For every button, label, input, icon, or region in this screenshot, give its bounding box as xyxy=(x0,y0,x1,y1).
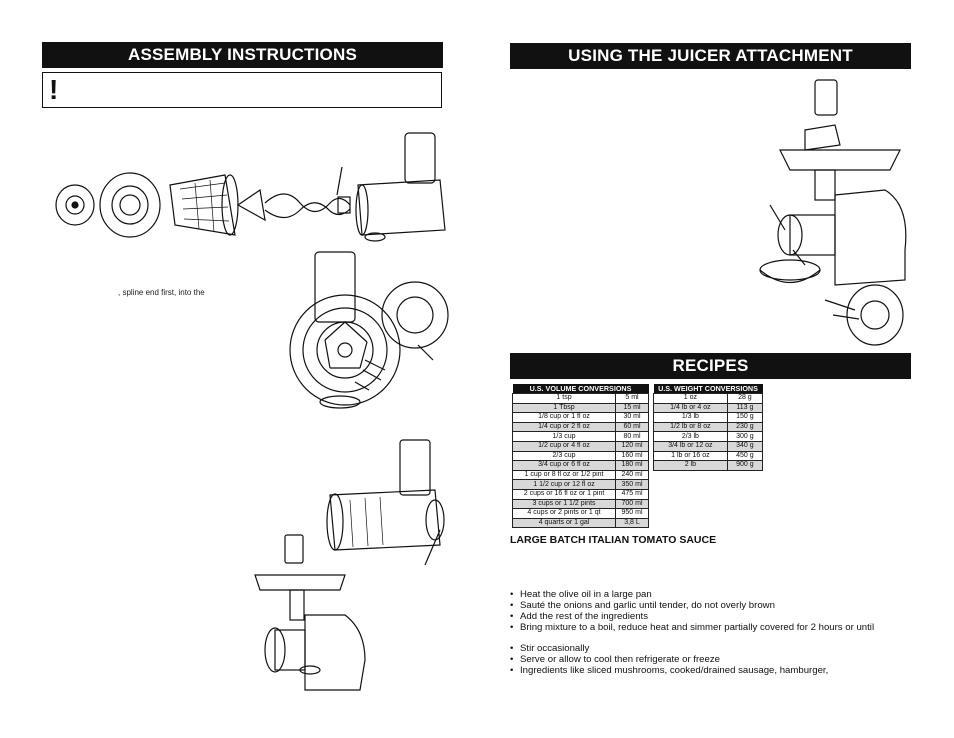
table-cell-measure: 4 quarts or 1 gal xyxy=(511,517,617,529)
recipe-steps-first: Heat the olive oil in a large panSauté t… xyxy=(510,589,874,633)
table-cell-value: 950 ml xyxy=(615,508,649,519)
table-cell-value: 340 g xyxy=(726,440,764,452)
list-item: Stir occasionally xyxy=(510,643,828,654)
housing-front-illustration xyxy=(289,251,449,409)
table-cell-value: 160 ml xyxy=(615,450,649,462)
juicer-machine-illustration xyxy=(759,79,907,346)
table-cell-value: 80 ml xyxy=(615,431,649,442)
list-item: Add the rest of the ingredients xyxy=(510,611,874,622)
assembly-instructions-banner: ASSEMBLY INSTRUCTIONS xyxy=(42,42,443,68)
table-cell-value: 240 ml xyxy=(615,469,649,481)
list-item: Ingredients like sliced mushrooms, cooke… xyxy=(510,665,828,676)
list-item: Sauté the onions and garlic until tender… xyxy=(510,600,874,611)
juicer-attachment-banner: USING THE JUICER ATTACHMENT xyxy=(510,43,911,69)
table-cell-value: 113 g xyxy=(726,402,764,414)
assembled-juicer-illustration xyxy=(254,439,445,691)
table-cell-measure: 1/2 lb or 8 oz xyxy=(653,421,728,433)
table-cell-value: 700 ml xyxy=(615,498,649,510)
table-cell-measure: 1 oz xyxy=(653,393,728,404)
table-cell-value: 3,8 L xyxy=(615,517,649,529)
table-cell-measure: 1 1/2 cup or 12 fl oz xyxy=(511,479,617,490)
table-cell-value: 475 ml xyxy=(615,488,649,500)
exploded-parts-illustration xyxy=(55,132,446,242)
table-cell-measure: 1 tsp xyxy=(511,393,617,404)
table-cell-measure: 1/3 cup xyxy=(511,431,617,442)
list-item: Bring mixture to a boil, reduce heat and… xyxy=(510,622,874,633)
table-cell-value: 30 ml xyxy=(615,412,649,423)
table-cell-value: 28 g xyxy=(726,393,764,404)
table-cell-measure: 2 cups or 16 fl oz or 1 pint xyxy=(511,488,617,500)
table-cell-value: 230 g xyxy=(726,421,764,433)
recipes-banner: RECIPES xyxy=(510,353,911,379)
list-item: Serve or allow to cool then refrigerate … xyxy=(510,654,828,665)
table-cell-measure: 1 Tbsp xyxy=(511,402,617,414)
table-cell-measure: 1/3 lb xyxy=(653,412,728,423)
table-cell-measure: 1 cup or 8 fl oz or 1/2 pint xyxy=(511,469,617,481)
table-cell-measure: 1/8 cup or 1 fl oz xyxy=(511,412,617,423)
recipe-title: LARGE BATCH ITALIAN TOMATO SAUCE xyxy=(510,534,717,546)
table-cell-measure: 3/4 cup or 6 fl oz xyxy=(511,460,617,471)
table-cell-measure: 1/4 cup or 2 fl oz xyxy=(511,421,617,433)
table-cell-value: 5 ml xyxy=(615,393,649,404)
table-cell-measure: 3 cups or 1 1/2 pints xyxy=(511,498,617,510)
table-cell-value: 300 g xyxy=(726,431,764,442)
warning-box: ! xyxy=(42,72,442,108)
table-cell-value: 60 ml xyxy=(615,421,649,433)
list-item: Heat the olive oil in a large pan xyxy=(510,589,874,600)
volume-table-title: U.S. VOLUME CONVERSIONS xyxy=(512,384,649,394)
table-cell-measure: 2/3 lb xyxy=(653,431,728,442)
assembly-caption: , spline end first, into the xyxy=(118,288,205,297)
table-cell-measure: 1 lb or 16 oz xyxy=(653,450,728,462)
table-cell-value: 350 ml xyxy=(615,479,649,490)
table-cell-value: 180 ml xyxy=(615,460,649,471)
weight-table-title: U.S. WEIGHT CONVERSIONS xyxy=(653,384,763,394)
recipe-steps-second: Stir occasionallyServe or allow to cool … xyxy=(510,643,828,676)
table-cell-measure: 1/2 cup or 4 fl oz xyxy=(511,440,617,452)
table-cell-measure: 2 lb xyxy=(653,460,728,471)
table-cell-measure: 1/4 lb or 4 oz xyxy=(653,402,728,414)
table-cell-measure: 3/4 lb or 12 oz xyxy=(653,440,728,452)
table-cell-value: 15 ml xyxy=(615,402,649,414)
warning-icon: ! xyxy=(49,74,59,105)
table-cell-measure: 2/3 cup xyxy=(511,450,617,462)
table-cell-value: 120 ml xyxy=(615,440,649,452)
table-cell-value: 150 g xyxy=(726,412,764,423)
table-cell-value: 900 g xyxy=(726,460,764,471)
table-cell-value: 450 g xyxy=(726,450,764,462)
table-cell-measure: 4 cups or 2 pints or 1 qt xyxy=(511,508,617,519)
